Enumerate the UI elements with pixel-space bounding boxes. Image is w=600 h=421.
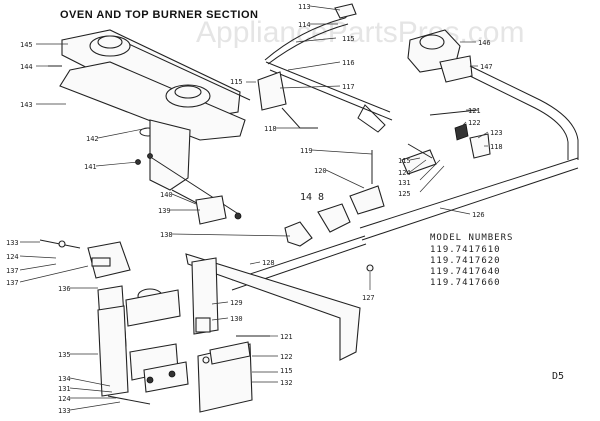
model-numbers-block: MODEL NUMBERS 119.7417610 119.7417620 11… (430, 233, 513, 288)
part-label-131-b: 131 (58, 385, 71, 393)
part-label-137-b: 137 (6, 279, 19, 287)
part-label-138: 138 (160, 231, 173, 239)
part-label-139: 139 (158, 207, 171, 215)
part-label-133-a: 133 (6, 239, 19, 247)
part-label-119: 119 (300, 147, 313, 155)
gas-tube-assembly (257, 3, 393, 133)
part-label-127: 127 (362, 294, 375, 302)
part-label-121-a: 121 (468, 107, 481, 115)
right-valve-assembly (407, 29, 579, 160)
part-label-122-a: 122 (468, 119, 481, 127)
part-label-115-b: 115 (398, 157, 411, 165)
part-label-124-c: 124 (58, 395, 71, 403)
part-label-115-a2: 115 (342, 35, 355, 43)
watermark: AppliancePartsPros.com (196, 16, 524, 49)
part-label-115-a: 115 (230, 78, 243, 86)
part-label-130: 130 (230, 315, 243, 323)
part-label-133-b: 133 (58, 407, 71, 415)
part-label-137-a: 137 (6, 267, 19, 275)
part-label-132: 132 (280, 379, 293, 387)
left-burner-assembly (48, 29, 251, 216)
part-label-124-a: 124 (398, 169, 411, 177)
part-label-145: 145 (20, 41, 33, 49)
part-label-136: 136 (58, 285, 71, 293)
leader-lines (19, 5, 489, 411)
part-label-128: 128 (262, 259, 275, 267)
part-label-146: 146 (478, 39, 491, 47)
part-label-131-a: 131 (398, 179, 411, 187)
part-label-143: 143 (20, 101, 33, 109)
part-number-labels: 145 144 143 142 141 140 139 138 115 113 … (6, 3, 503, 415)
model-number-item: 119.7417640 (430, 267, 501, 277)
model-numbers-heading: MODEL NUMBERS (430, 233, 513, 243)
part-label-125: 125 (398, 190, 411, 198)
part-label-114: 114 (298, 21, 311, 29)
model-number-item: 119.7417660 (430, 278, 501, 288)
part-label-120: 120 (314, 167, 327, 175)
part-label-142: 142 (86, 135, 99, 143)
part-label-147: 147 (480, 63, 493, 71)
sheet-id: D5 (552, 371, 564, 382)
part-label-121-b: 121 (280, 333, 293, 341)
part-label-144: 144 (20, 63, 33, 71)
part-label-123: 123 (490, 129, 503, 137)
part-label-141: 141 (84, 163, 97, 171)
part-label-148: 14 8 (300, 192, 324, 203)
part-label-126: 126 (472, 211, 485, 219)
part-label-134: 134 (58, 375, 71, 383)
model-number-item: 119.7417610 (430, 245, 501, 255)
part-label-115-c: 115 (280, 367, 293, 375)
part-label-117: 117 (342, 83, 355, 91)
part-label-118-a: 118 (264, 125, 277, 133)
model-number-item: 119.7417620 (430, 256, 501, 266)
manifold-pipe (231, 143, 579, 291)
diagram-title: OVEN AND TOP BURNER SECTION (60, 9, 259, 21)
oven-bracket (185, 253, 361, 361)
part-label-135: 135 (58, 351, 71, 359)
part-label-118-b: 118 (490, 143, 503, 151)
part-label-116: 116 (342, 59, 355, 67)
part-label-124-b: 124 (6, 253, 19, 261)
bottom-center-components (197, 335, 270, 413)
part-label-140: 140 (160, 191, 173, 199)
lower-left-components (39, 239, 189, 405)
part-label-122-b: 122 (280, 353, 293, 361)
part-label-129: 129 (230, 299, 243, 307)
part-label-113: 113 (298, 3, 311, 11)
